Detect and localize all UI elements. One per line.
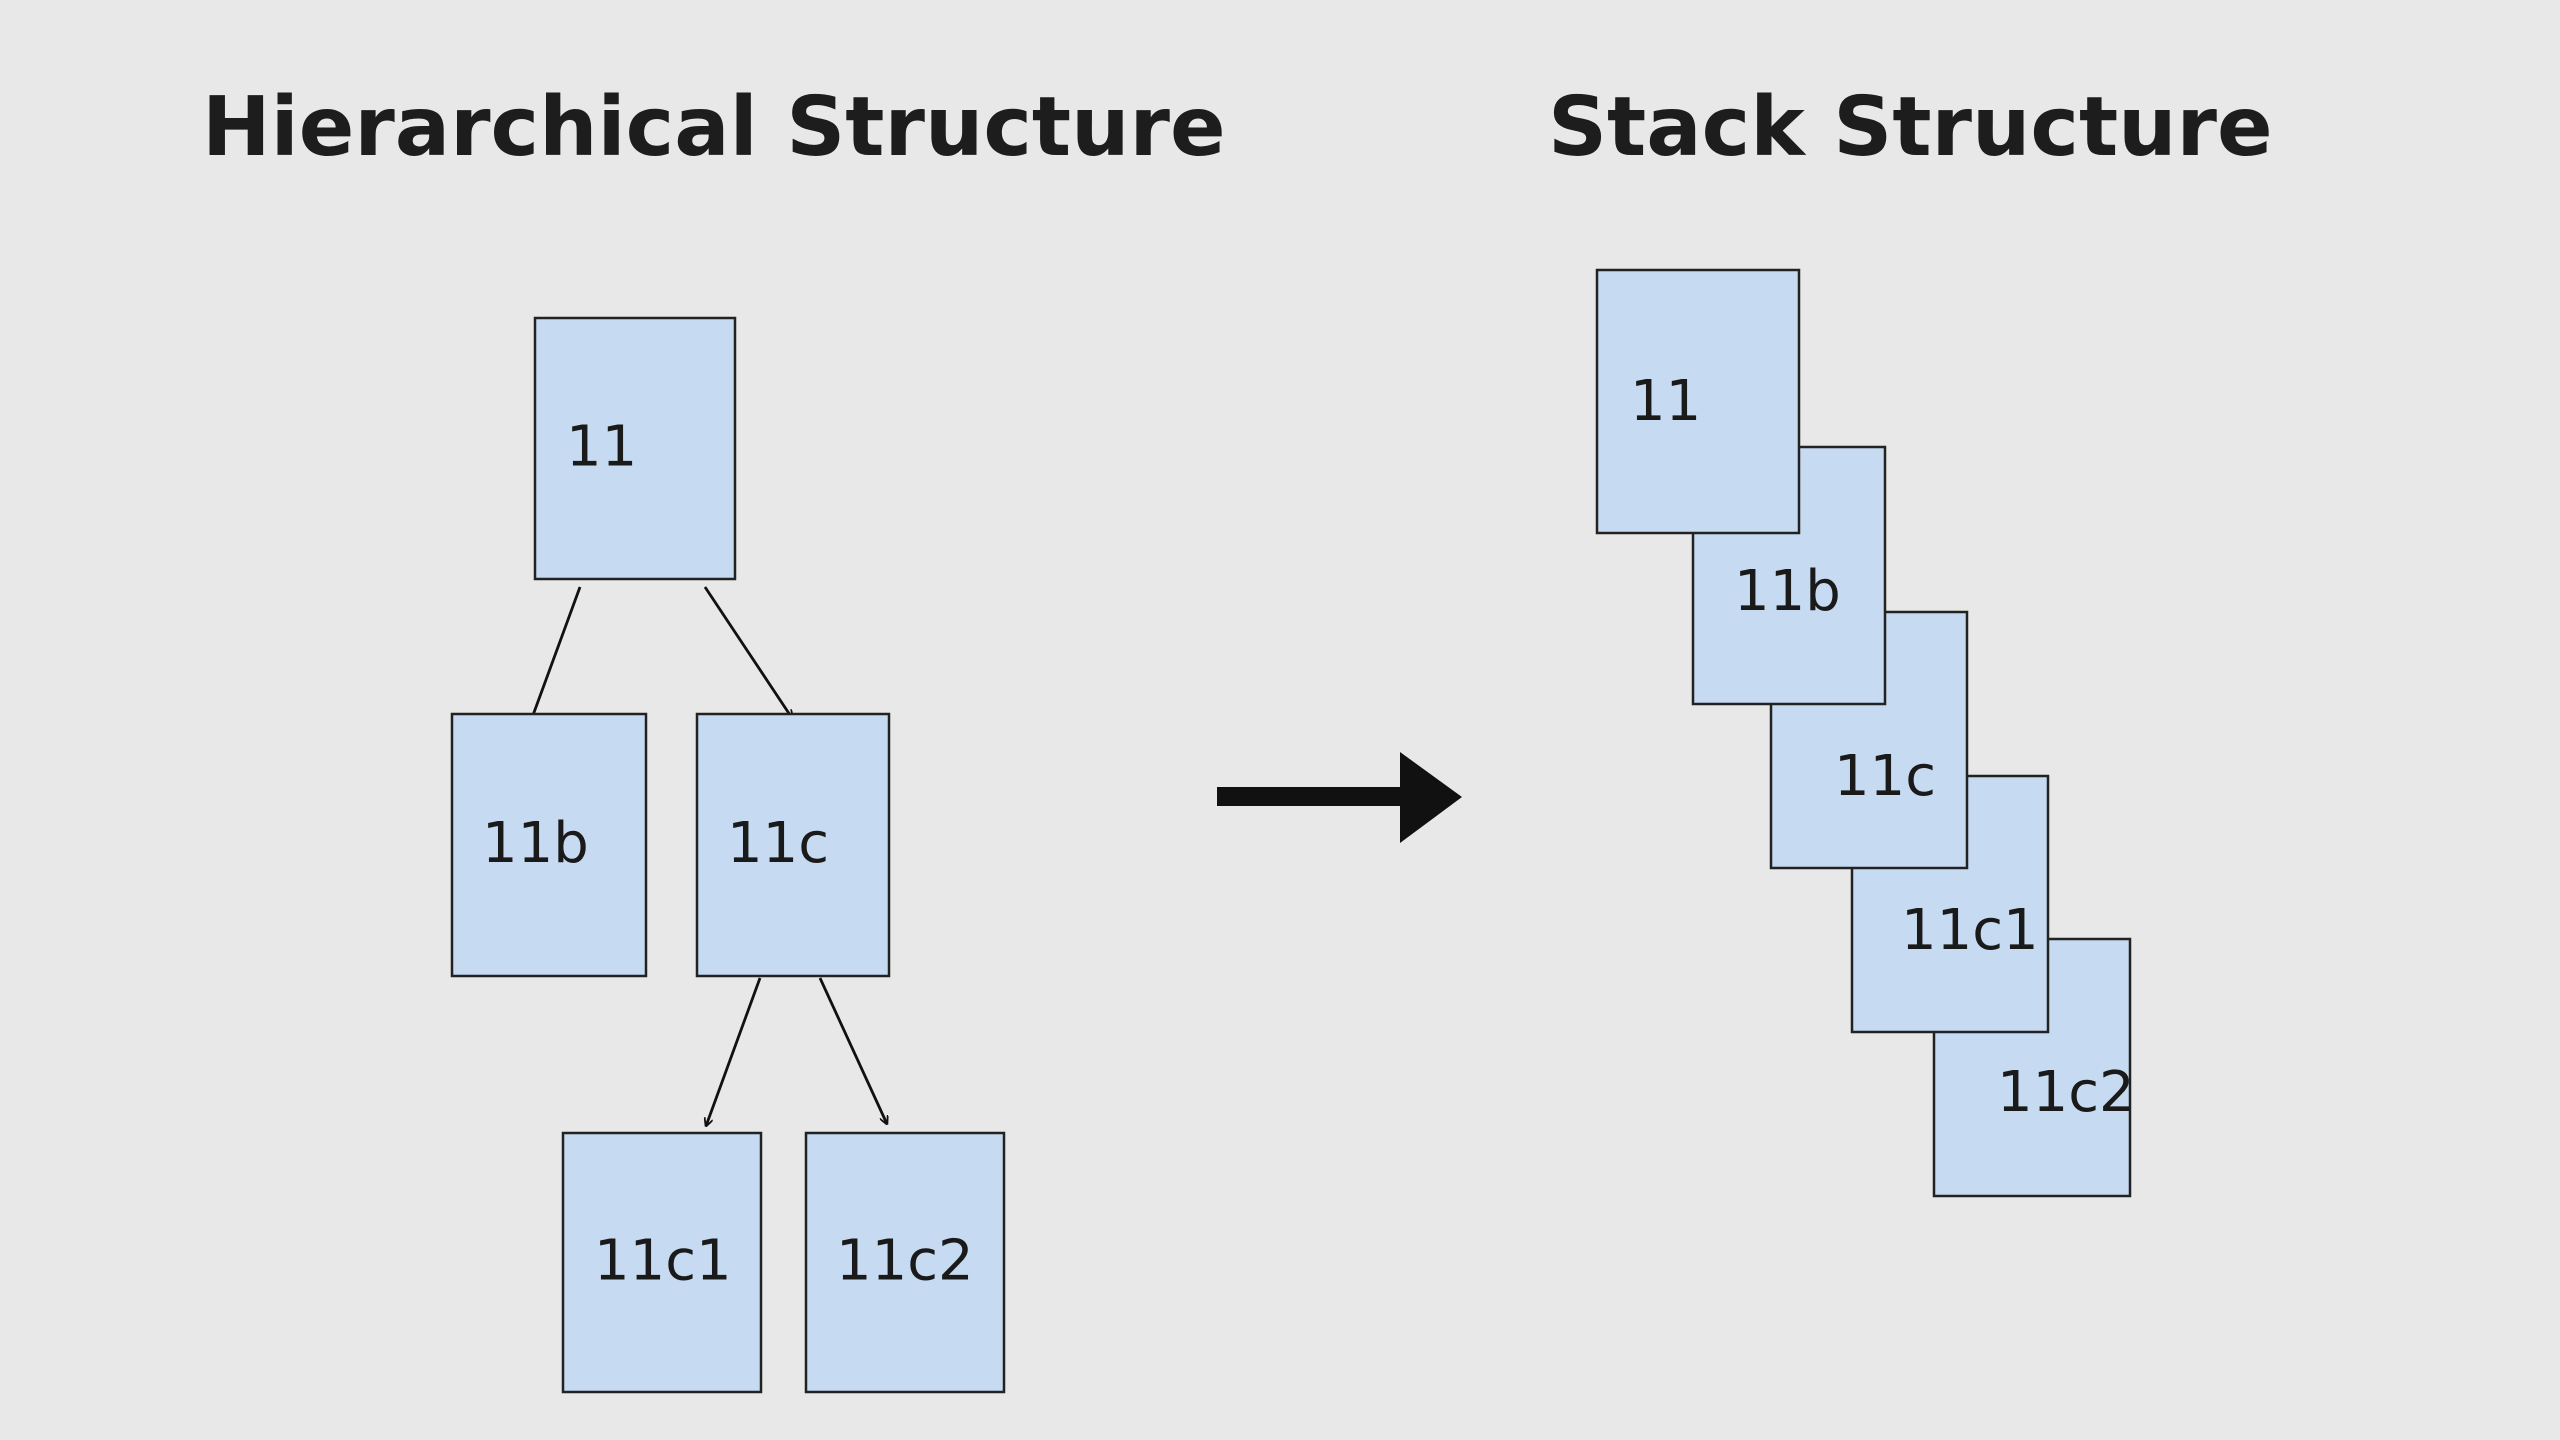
- hierarchy-node-11c2: 11c2: [804, 1131, 1006, 1394]
- hierarchy-node-11b: 11b: [450, 712, 648, 978]
- hierarchy-nodes: 11 11b 11c 11c1 11c2: [450, 316, 1006, 1394]
- hierarchy-node-label: 11c2: [836, 1229, 974, 1294]
- hierarchy-node-label: 11c: [727, 811, 829, 876]
- stack-card-label: 11b: [1734, 559, 1841, 624]
- hierarchy-node-11c1: 11c1: [561, 1131, 763, 1394]
- edge-11c-to-11c1: [706, 977, 762, 1126]
- hierarchy-node-11c: 11c: [695, 712, 891, 978]
- hierarchy-node-box: [695, 712, 891, 978]
- stack-card-label: 11c1: [1901, 898, 2039, 963]
- hierarchy-node-label: 11b: [482, 811, 589, 876]
- edge-11c-to-11c2: [818, 977, 887, 1124]
- hierarchy-node-box: [561, 1131, 763, 1394]
- hierarchy-node-box: [450, 712, 648, 978]
- stack-nodes: 11c2 11c1 11c 11b 11: [1595, 268, 2135, 1198]
- edge-11-to-11c: [703, 586, 792, 718]
- right-arrow-icon: [1217, 752, 1462, 843]
- stack-card-box: [1595, 268, 1801, 535]
- stack-card-11: 11: [1595, 268, 1801, 535]
- edge-11-to-11b: [525, 586, 582, 737]
- hierarchy-node-11: 11: [533, 316, 737, 581]
- hierarchical-structure-title: Hierarchical Structure: [202, 80, 1226, 175]
- hierarchy-node-box: [804, 1131, 1006, 1394]
- stack-structure-title: Stack Structure: [1548, 80, 2273, 175]
- hierarchy-node-box: [533, 316, 737, 581]
- hierarchy-node-label: 11: [566, 415, 637, 480]
- stack-card-label: 11: [1630, 369, 1701, 434]
- stack-card-label: 11c2: [1997, 1060, 2135, 1125]
- hierarchy-edges: [525, 586, 887, 1126]
- stack-card-label: 11c: [1834, 744, 1936, 809]
- hierarchy-node-label: 11c1: [594, 1229, 732, 1294]
